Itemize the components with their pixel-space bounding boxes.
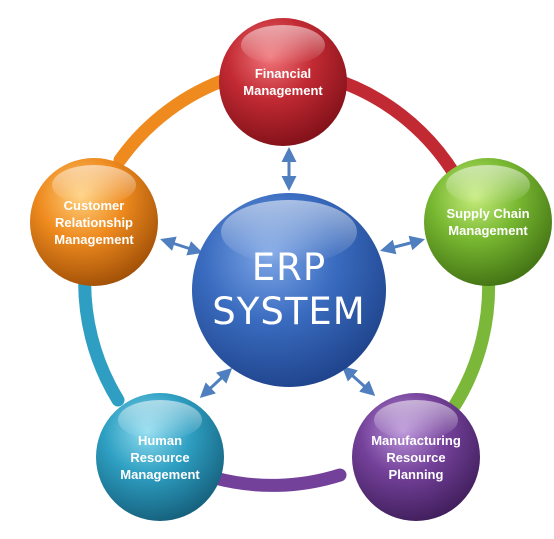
ring-arc-financial-to-supply bbox=[323, 71, 462, 182]
double-arrow-icon bbox=[160, 236, 203, 256]
center-label: ERP SYSTEM bbox=[192, 193, 386, 387]
node-shine bbox=[446, 165, 530, 205]
ring-arc-hr-to-crm bbox=[78, 263, 125, 407]
node-shine bbox=[52, 165, 136, 205]
node-shine bbox=[241, 25, 325, 65]
ring-arc-manufacturing-to-hr bbox=[208, 468, 347, 492]
center-label-line: ERP bbox=[251, 246, 327, 289]
node-shine bbox=[374, 400, 458, 440]
center-label-line: SYSTEM bbox=[212, 290, 366, 333]
ring-arc-crm-to-financial bbox=[113, 71, 237, 167]
node-shine bbox=[118, 400, 202, 440]
ring-arc-supply-to-manufacturing bbox=[448, 263, 496, 412]
double-arrow-icon bbox=[199, 367, 233, 399]
center-circle-shine bbox=[221, 200, 357, 264]
double-arrow-icon bbox=[341, 365, 376, 397]
double-arrow-icon bbox=[380, 235, 425, 255]
